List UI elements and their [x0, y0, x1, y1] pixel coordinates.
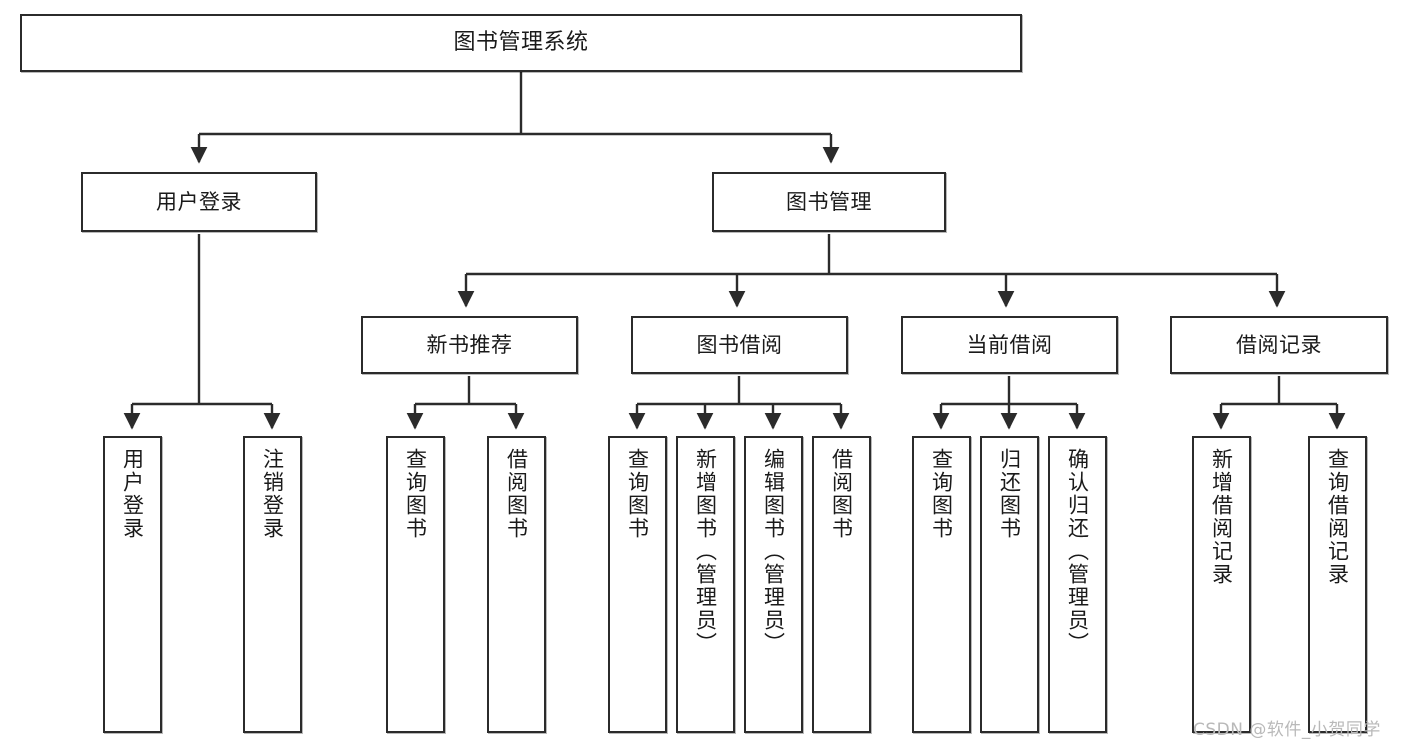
node-label: 归还图书	[997, 448, 1022, 540]
leaf-current-borrow-return-book[interactable]: 归还图书	[980, 436, 1039, 733]
leaf-user-login-logout[interactable]: 注销登录	[243, 436, 302, 733]
leaf-book-borrow-query-book[interactable]: 查询图书	[608, 436, 667, 733]
node-label: 新增图书（管理员）	[693, 448, 718, 655]
node-label: 新增借阅记录	[1209, 448, 1234, 586]
node-book-management[interactable]: 图书管理	[712, 172, 946, 232]
leaf-book-borrow-borrow-book[interactable]: 借阅图书	[812, 436, 871, 733]
node-new-book-recommend[interactable]: 新书推荐	[361, 316, 578, 374]
leaf-book-borrow-edit-book-admin[interactable]: 编辑图书（管理员）	[744, 436, 803, 733]
leaf-borrow-record-query-record[interactable]: 查询借阅记录	[1308, 436, 1367, 733]
node-root-book-management-system[interactable]: 图书管理系统	[20, 14, 1022, 72]
node-label: 借阅图书	[829, 448, 854, 540]
node-label: 图书借阅	[696, 332, 783, 357]
node-label: 图书管理	[786, 189, 872, 214]
node-label: 用户登录	[120, 448, 145, 540]
node-current-borrow[interactable]: 当前借阅	[901, 316, 1118, 374]
node-label: 借阅记录	[1236, 332, 1322, 357]
node-label: 借阅图书	[504, 448, 529, 540]
node-label: 注销登录	[260, 448, 285, 540]
leaf-book-borrow-add-book-admin[interactable]: 新增图书（管理员）	[676, 436, 735, 733]
node-label: 查询图书	[625, 448, 650, 540]
node-label: 新书推荐	[426, 332, 513, 357]
leaf-borrow-record-add-record[interactable]: 新增借阅记录	[1192, 436, 1251, 733]
leaf-new-book-borrow-book[interactable]: 借阅图书	[487, 436, 546, 733]
node-user-login[interactable]: 用户登录	[81, 172, 317, 232]
leaf-user-login-login[interactable]: 用户登录	[103, 436, 162, 733]
node-borrow-record[interactable]: 借阅记录	[1170, 316, 1388, 374]
node-label: 图书管理系统	[453, 30, 589, 56]
leaf-current-borrow-query-book[interactable]: 查询图书	[912, 436, 971, 733]
node-label: 用户登录	[156, 189, 242, 214]
leaf-current-borrow-confirm-return-admin[interactable]: 确认归还（管理员）	[1048, 436, 1107, 733]
node-label: 确认归还（管理员）	[1065, 448, 1090, 655]
node-label: 编辑图书（管理员）	[761, 448, 786, 655]
node-label: 查询借阅记录	[1325, 448, 1350, 586]
node-label: 查询图书	[929, 448, 954, 540]
node-label: 查询图书	[403, 448, 428, 540]
node-label: 当前借阅	[966, 332, 1053, 357]
node-book-borrow[interactable]: 图书借阅	[631, 316, 848, 374]
leaf-new-book-query-book[interactable]: 查询图书	[386, 436, 445, 733]
